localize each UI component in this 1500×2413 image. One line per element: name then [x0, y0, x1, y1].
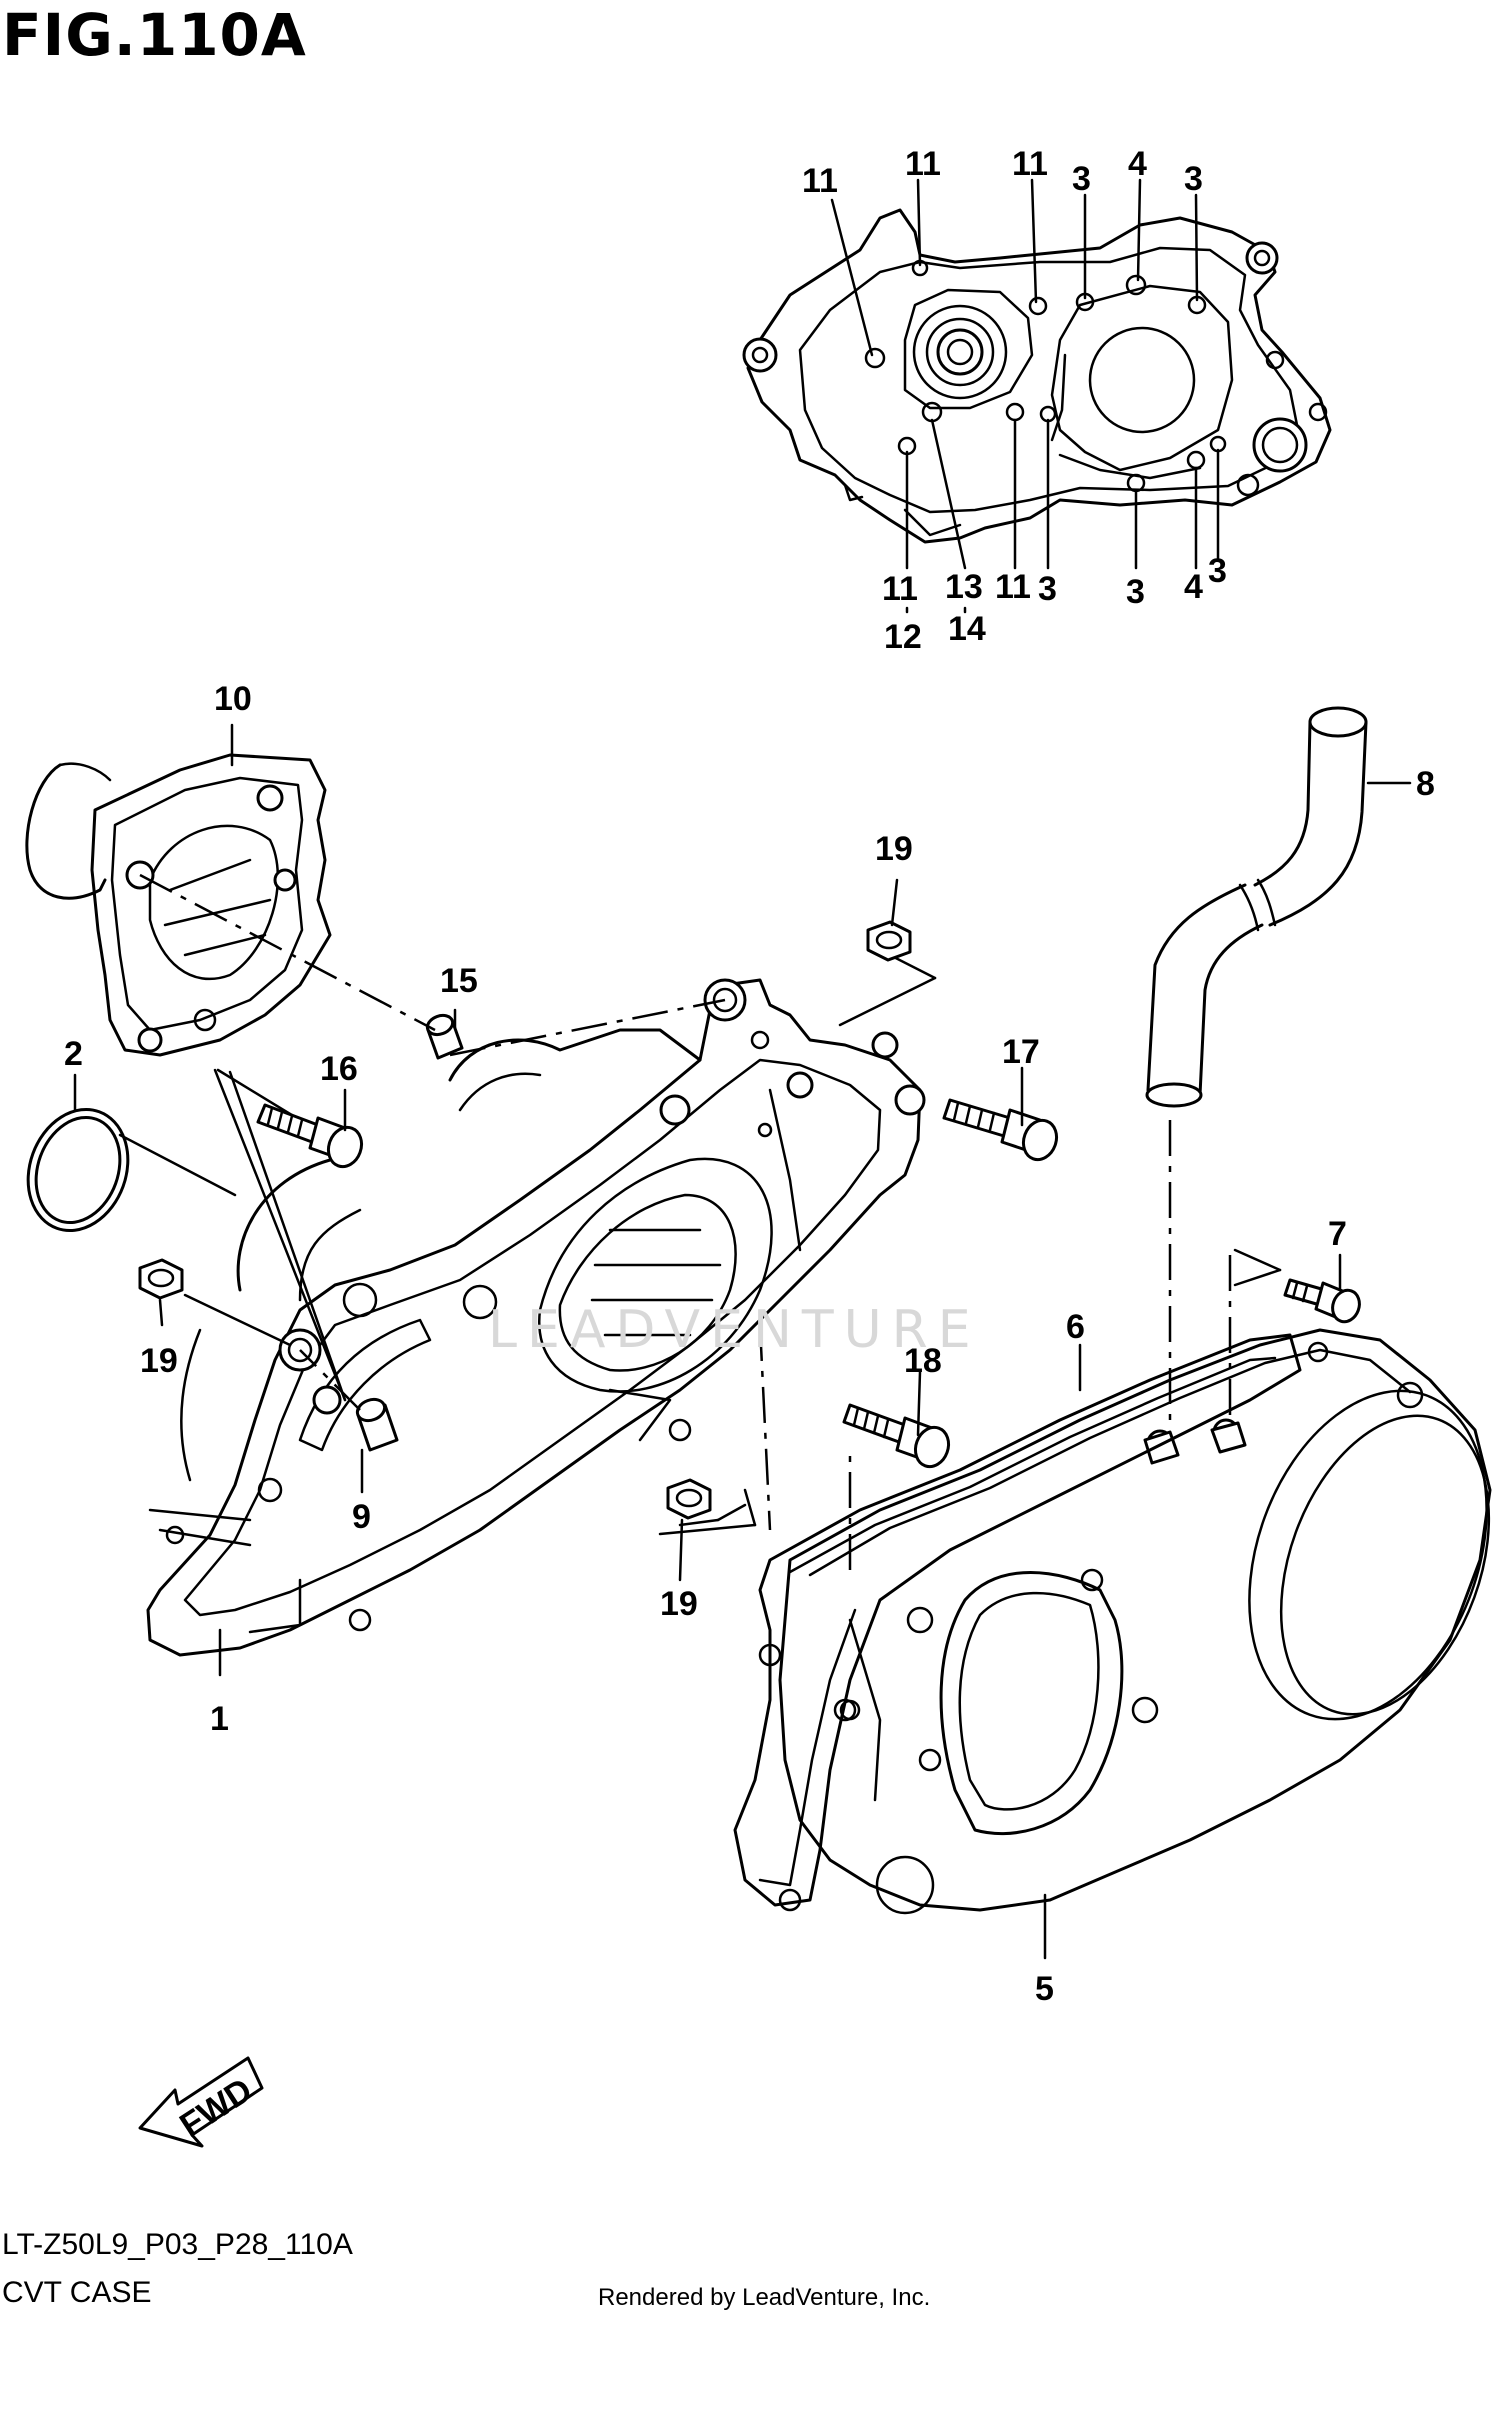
part-1-cvt-case [146, 978, 926, 1657]
callout-3-a: 3 [1072, 160, 1091, 198]
part-19-nut-left [138, 1258, 184, 1300]
callout-1: 1 [210, 1700, 229, 1738]
callout-19-upper: 19 [875, 830, 913, 868]
callout-3-d: 3 [1126, 573, 1145, 611]
part-5-gasket [733, 1333, 1302, 1912]
callout-4-a: 4 [1128, 145, 1147, 183]
callout-3-e: 3 [1208, 552, 1227, 590]
part-8-hose [1145, 706, 1368, 1108]
callout-11-a: 11 [802, 162, 838, 200]
part-6-outer-cover [778, 1328, 1492, 1915]
figure-title: FIG.110A [2, 1, 307, 69]
callout-12: 12 [884, 618, 922, 656]
callout-14: 14 [948, 610, 986, 648]
callout-labels: 11 11 11 3 4 3 11 13 11 3 3 4 3 12 14 10… [64, 145, 1435, 2008]
part-16-bolt [256, 1103, 364, 1169]
crankcase-assembly [742, 208, 1332, 544]
part-18-bolt [842, 1403, 951, 1469]
callout-3-b: 3 [1184, 160, 1203, 198]
callout-16: 16 [320, 1050, 358, 1088]
callout-6: 6 [1066, 1308, 1085, 1346]
callout-17: 17 [1002, 1033, 1040, 1071]
callout-19-lower: 19 [660, 1585, 698, 1623]
assembly-dashed-lines [118, 873, 1282, 1570]
rendered-by-credit: Rendered by LeadVenture, Inc. [598, 2284, 931, 2311]
crankcase-leader-lines [830, 178, 1220, 614]
part-10-housing [25, 753, 332, 1057]
fwd-direction-arrow: FWD [138, 2056, 264, 2148]
callout-11-c: 11 [1012, 145, 1048, 183]
callout-8: 8 [1416, 765, 1435, 803]
callout-15: 15 [440, 962, 478, 1000]
callout-19-left: 19 [140, 1342, 178, 1380]
callout-2: 2 [64, 1035, 83, 1073]
callout-18: 18 [904, 1342, 942, 1380]
callout-11-d: 11 [882, 570, 918, 608]
part-2-o-ring [26, 1107, 130, 1233]
section-name: CVT CASE [2, 2276, 152, 2309]
watermark: LEADVENTURE [488, 1300, 981, 1360]
callout-11-b: 11 [905, 145, 941, 183]
part-19-nut-upper [866, 920, 912, 962]
model-code: LT-Z50L9_P03_P28_110A [2, 2228, 353, 2261]
callout-leader-lines [73, 723, 1412, 1960]
callout-3-c: 3 [1038, 570, 1057, 608]
callout-11-e: 11 [995, 568, 1031, 606]
callout-9: 9 [352, 1498, 371, 1536]
callout-7: 7 [1328, 1215, 1347, 1253]
part-7-bolt [1283, 1278, 1361, 1324]
callout-5: 5 [1035, 1970, 1054, 2008]
part-17-bolt [942, 1098, 1059, 1162]
part-19-nut-lower [666, 1478, 712, 1520]
callout-4-b: 4 [1184, 568, 1203, 606]
callout-10: 10 [214, 680, 252, 718]
callout-13: 13 [945, 568, 983, 606]
part-15-dowel-pin [425, 1013, 464, 1060]
part-9-dowel-pin [355, 1397, 399, 1452]
